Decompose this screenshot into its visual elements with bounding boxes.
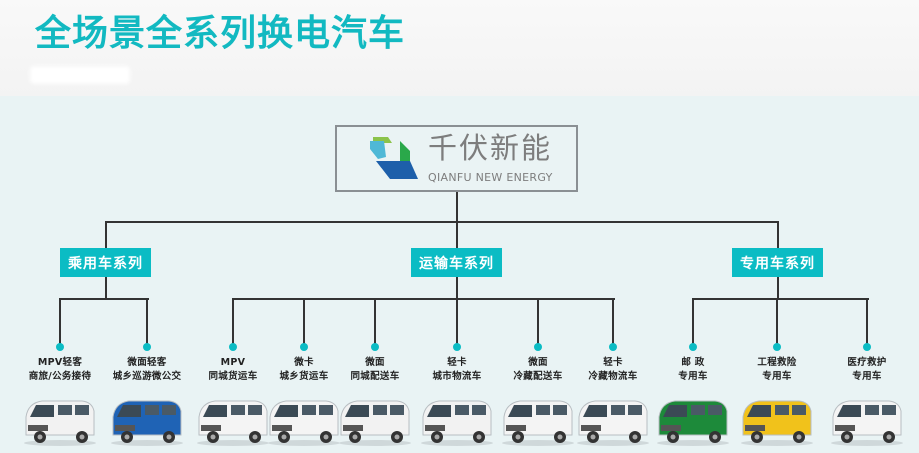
- vehicle-label: 轻卡 城市物流车: [432, 356, 481, 384]
- node-dot: [689, 343, 697, 351]
- connector-line: [692, 298, 694, 345]
- vehicle-label: 微面轻客 城乡巡游微公交: [113, 356, 182, 384]
- category-passenger: 乘用车系列: [60, 248, 151, 277]
- connector-line: [612, 298, 614, 345]
- vehicle-use: 商旅/公务接待: [28, 371, 92, 382]
- vehicle-use: 城乡货运车: [279, 371, 329, 382]
- node-dot: [773, 343, 781, 351]
- vehicle-label: MPV轻客 商旅/公务接待: [29, 356, 92, 384]
- connector-line: [146, 298, 148, 345]
- qianfu-logo-icon: [370, 137, 418, 179]
- connector-line: [105, 221, 107, 248]
- vehicle-type: 轻卡: [447, 357, 467, 368]
- connector-line: [105, 221, 779, 223]
- page-title: 全场景全系列换电汽车: [35, 13, 406, 54]
- vehicle-image: [268, 400, 340, 446]
- vehicle-label: 医疗救护 专用车: [847, 356, 886, 384]
- vehicle-type: 微面: [528, 357, 548, 368]
- vehicle-image: [502, 400, 574, 446]
- vehicle-image: [831, 400, 903, 446]
- connector-line: [456, 277, 458, 299]
- vehicle-type: MPV轻客: [37, 357, 83, 368]
- vehicle-label: 微卡 城乡货运车: [279, 356, 328, 384]
- connector-line: [232, 298, 615, 300]
- connector-line: [692, 298, 869, 300]
- vehicle-image: [24, 400, 96, 446]
- node-dot: [143, 343, 151, 351]
- node-dot: [863, 343, 871, 351]
- vehicle-image: [657, 400, 729, 446]
- company-logo-box: 千伏新能 QIANFU NEW ENERGY: [335, 125, 578, 192]
- vehicle-use: 城乡巡游微公交: [112, 371, 182, 382]
- connector-line: [456, 221, 458, 248]
- logo-name-cn: 千伏新能: [428, 131, 553, 165]
- vehicle-label: 工程救险 专用车: [757, 356, 796, 384]
- node-dot: [534, 343, 542, 351]
- vehicle-label: 微面 冷藏配送车: [513, 356, 562, 384]
- vehicle-label: 微面 同城配送车: [350, 356, 399, 384]
- node-dot: [609, 343, 617, 351]
- connector-line: [777, 221, 779, 248]
- vehicle-use: 冷藏物流车: [588, 371, 638, 382]
- connector-line: [105, 277, 107, 299]
- node-dot: [453, 343, 461, 351]
- connector-line: [59, 298, 149, 300]
- vehicle-type: 微面轻客: [127, 357, 167, 368]
- connector-line: [374, 298, 376, 345]
- vehicle-type: 医疗救护: [847, 357, 887, 368]
- connector-line: [303, 298, 305, 345]
- vehicle-type: 工程救险: [757, 357, 797, 368]
- vehicle-use: 同城配送车: [350, 371, 400, 382]
- vehicle-type: 轻卡: [603, 357, 623, 368]
- vehicle-label: 轻卡 冷藏物流车: [588, 356, 637, 384]
- connector-line: [456, 298, 458, 345]
- subtitle-blurred: [30, 66, 130, 84]
- vehicle-image: [421, 400, 493, 446]
- connector-line: [866, 298, 868, 345]
- header-band: [0, 0, 919, 96]
- node-dot: [371, 343, 379, 351]
- node-dot: [229, 343, 237, 351]
- vehicle-image: [197, 400, 269, 446]
- vehicle-use: 专用车: [762, 371, 792, 382]
- connector-line: [777, 277, 779, 299]
- vehicle-label: 邮 政 专用车: [678, 356, 707, 384]
- vehicle-image: [111, 400, 183, 446]
- node-dot: [56, 343, 64, 351]
- vehicle-type: 微面: [365, 357, 385, 368]
- vehicle-use: 同城货运车: [208, 371, 258, 382]
- connector-line: [456, 192, 458, 223]
- connector-line: [537, 298, 539, 345]
- connector-line: [232, 298, 234, 345]
- vehicle-use: 冷藏配送车: [513, 371, 563, 382]
- vehicle-type: 邮 政: [681, 357, 705, 368]
- vehicle-use: 专用车: [678, 371, 708, 382]
- node-dot: [300, 343, 308, 351]
- logo-name-en: QIANFU NEW ENERGY: [428, 171, 553, 184]
- vehicle-use: 专用车: [852, 371, 882, 382]
- vehicle-type: 微卡: [294, 357, 314, 368]
- vehicle-label: MPV 同城货运车: [208, 356, 257, 384]
- connector-line: [59, 298, 61, 345]
- vehicle-use: 城市物流车: [432, 371, 482, 382]
- vehicle-image: [741, 400, 813, 446]
- vehicle-type: MPV: [220, 357, 246, 368]
- category-transport: 运输车系列: [411, 248, 502, 277]
- connector-line: [776, 298, 778, 345]
- vehicle-image: [577, 400, 649, 446]
- vehicle-image: [339, 400, 411, 446]
- category-special: 专用车系列: [732, 248, 823, 277]
